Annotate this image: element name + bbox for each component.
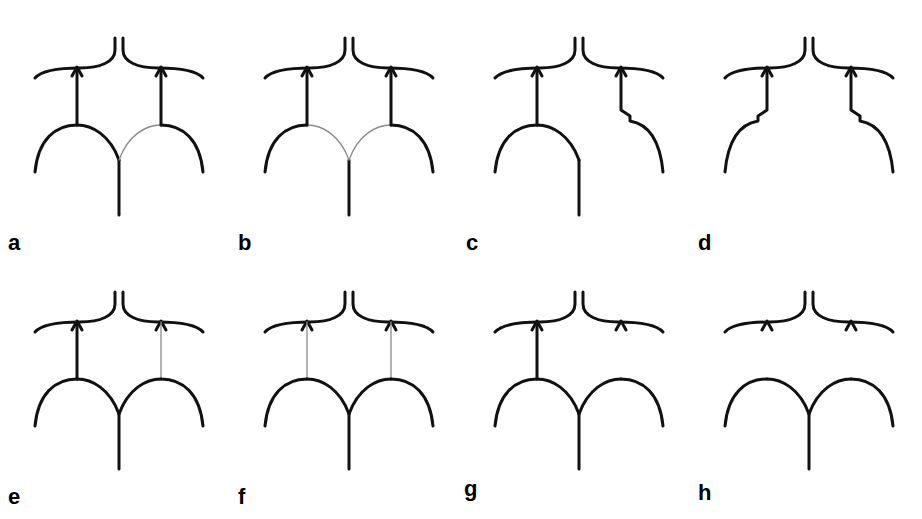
panel-letter: a bbox=[8, 232, 20, 254]
variant-panel bbox=[35, 38, 203, 215]
variant-panel bbox=[495, 38, 663, 215]
panel-letter: f bbox=[238, 486, 245, 508]
panel-letter: d bbox=[698, 232, 711, 254]
panel-letter: g bbox=[464, 478, 477, 500]
panel-letter: c bbox=[466, 232, 478, 254]
variant-panel bbox=[265, 292, 433, 469]
panel-letter: h bbox=[698, 482, 711, 504]
variant-panel bbox=[265, 38, 433, 215]
variant-panel bbox=[725, 38, 893, 172]
variant-panel bbox=[35, 292, 203, 469]
panel-letter: e bbox=[8, 486, 20, 508]
panel-letter: b bbox=[238, 232, 251, 254]
variant-panel bbox=[495, 292, 663, 469]
variant-panel bbox=[725, 292, 893, 469]
